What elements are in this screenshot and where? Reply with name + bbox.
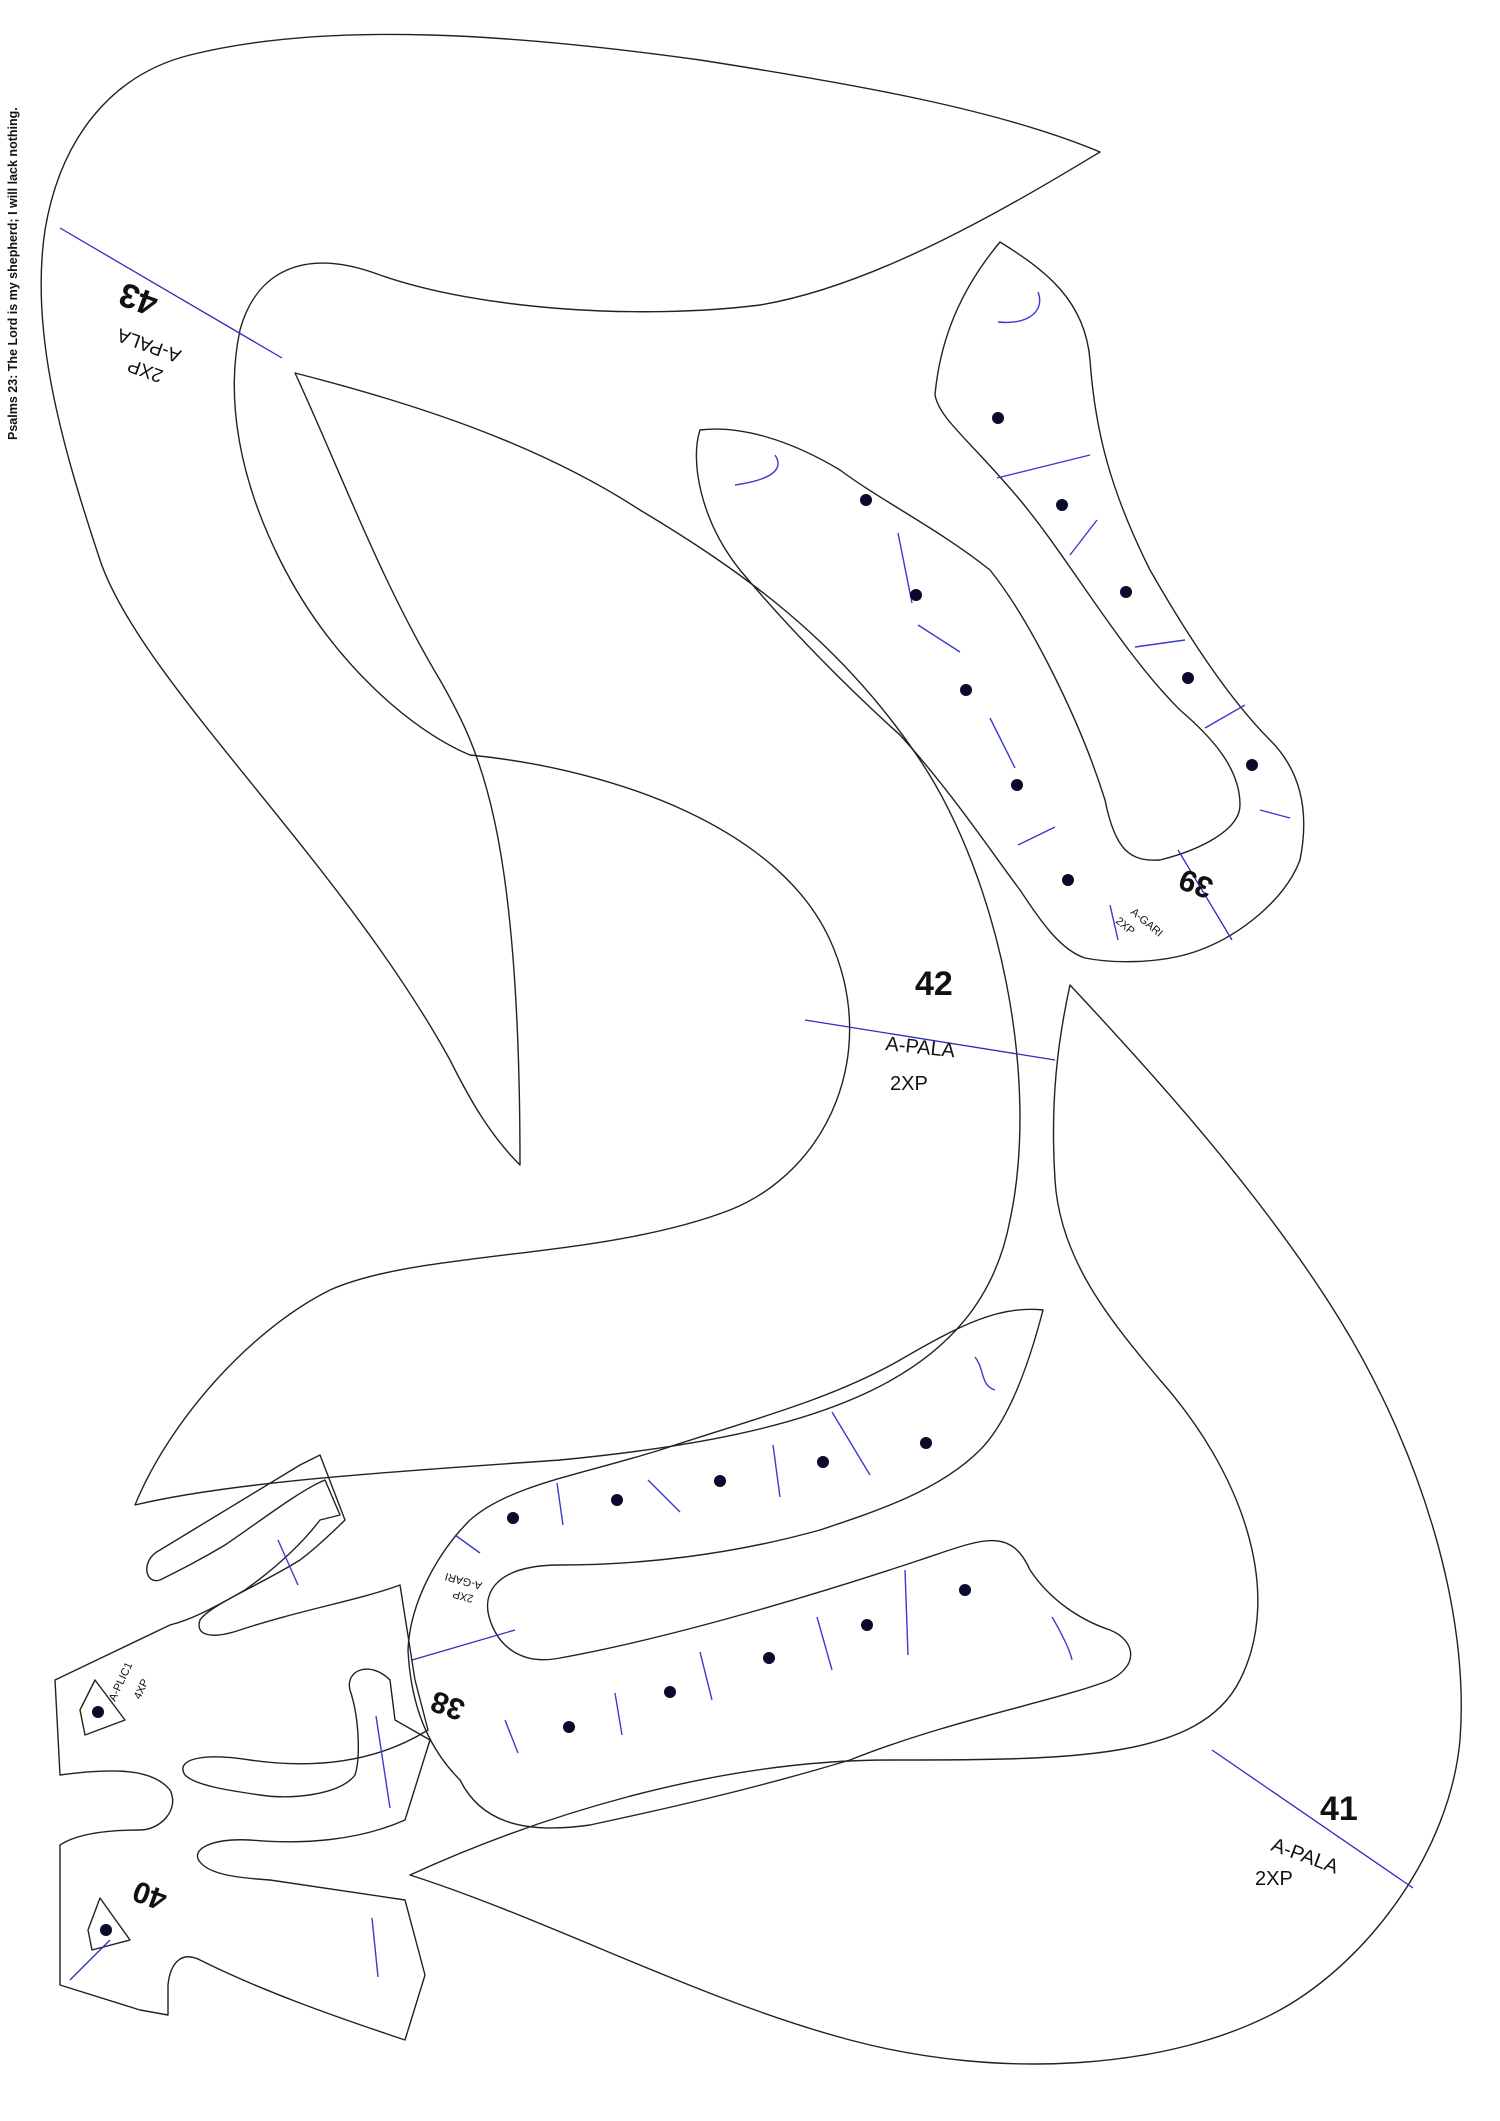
grain-line-42 [804, 1019, 1056, 1061]
slot-39 [1259, 809, 1291, 819]
piece-number-42: 42 [915, 965, 953, 1003]
dot-39 [860, 494, 872, 506]
slot-40 [371, 1917, 379, 1978]
slot-38 [699, 1651, 713, 1701]
piece-qty-38: 2XP [452, 1588, 475, 1605]
slot-40 [277, 1539, 299, 1586]
dot-38 [920, 1437, 932, 1449]
dot-39 [1062, 874, 1074, 886]
slot-38 [556, 1482, 564, 1526]
piece-number-40: 40 [129, 1874, 172, 1916]
slot-40 [375, 1715, 391, 1809]
slot-38 [831, 1411, 871, 1476]
notch-38-top [974, 1356, 996, 1391]
dot-40 [100, 1924, 112, 1936]
slot-39 [989, 717, 1016, 769]
slot-39 [917, 624, 961, 653]
piece-name-38: A-GARI [444, 1570, 484, 1591]
piece-outline-41 [409, 984, 1462, 2065]
dot-39 [960, 684, 972, 696]
dot-39 [992, 412, 1004, 424]
dot-38 [611, 1494, 623, 1506]
notch-39-top [997, 291, 1041, 324]
grain-line-39 [1177, 849, 1233, 941]
grain-line-38 [411, 1629, 516, 1661]
dot-38 [664, 1686, 676, 1698]
slot-38 [772, 1444, 781, 1498]
dot-38 [959, 1584, 971, 1596]
slot-39 [1204, 704, 1246, 729]
slot-39 [996, 454, 1091, 479]
dot-38 [507, 1512, 519, 1524]
dot-39 [1011, 779, 1023, 791]
pattern-piece-41: 41 A-PALA 2XP [409, 984, 1462, 2065]
piece-number-43: 43 [114, 275, 163, 324]
slot-38 [614, 1692, 623, 1736]
slot-38 [647, 1479, 681, 1513]
slot-39 [1017, 826, 1056, 846]
triangle-notch-40-upper [79, 1679, 126, 1736]
slot-38 [904, 1569, 909, 1656]
notch-38-right [1051, 1616, 1073, 1661]
piece-name-43: A-PALA [114, 324, 184, 366]
slot-39 [1109, 904, 1119, 941]
piece-name-42: A-PALA [884, 1033, 956, 1062]
slot-38 [504, 1719, 519, 1754]
pattern-piece-43-42: 43 A-PALA 2XP 42 A-PALA 2XP [40, 33, 1101, 1506]
dot-39 [1182, 672, 1194, 684]
piece-outline-39 [695, 241, 1305, 963]
piece-outline-38 [407, 1308, 1132, 1829]
slot-38 [454, 1534, 481, 1554]
piece-number-41: 41 [1320, 1790, 1358, 1828]
slot-39 [1069, 519, 1098, 556]
grain-line-43 [59, 227, 283, 359]
pattern-piece-38: 38 A-GARI 2XP [407, 1308, 1132, 1829]
slot-39 [897, 532, 913, 604]
dot-38 [714, 1475, 726, 1487]
piece-qty-40: 4XP [132, 1677, 152, 1701]
dot-39 [1056, 499, 1068, 511]
slot-38 [816, 1616, 833, 1671]
dot-38 [563, 1721, 575, 1733]
dot-39 [910, 589, 922, 601]
dot-39 [1246, 759, 1258, 771]
grain-line-41 [1211, 1749, 1414, 1889]
piece-name-39: A-GARI [1128, 906, 1165, 940]
slot-39 [1134, 639, 1186, 648]
notch-39-left [734, 454, 779, 486]
dot-39 [1120, 586, 1132, 598]
dot-38 [861, 1619, 873, 1631]
piece-number-39: 39 [1175, 862, 1218, 904]
dot-38 [763, 1652, 775, 1664]
dot-38 [817, 1456, 829, 1468]
piece-qty-42: 2XP [890, 1073, 928, 1095]
piece-qty-41: 2XP [1255, 1868, 1293, 1890]
piece-outline-43-42 [40, 33, 1101, 1506]
dot-40 [92, 1706, 104, 1718]
piece-number-38: 38 [427, 1684, 470, 1726]
piece-outline-40 [54, 1454, 431, 2041]
grain-line-40 [69, 1939, 111, 1981]
pattern-piece-40: 40 A-PLIC1 4XP [54, 1454, 431, 2041]
pattern-piece-39: 39 A-GARI 2XP [695, 241, 1305, 963]
triangle-notch-40-lower [87, 1897, 131, 1951]
